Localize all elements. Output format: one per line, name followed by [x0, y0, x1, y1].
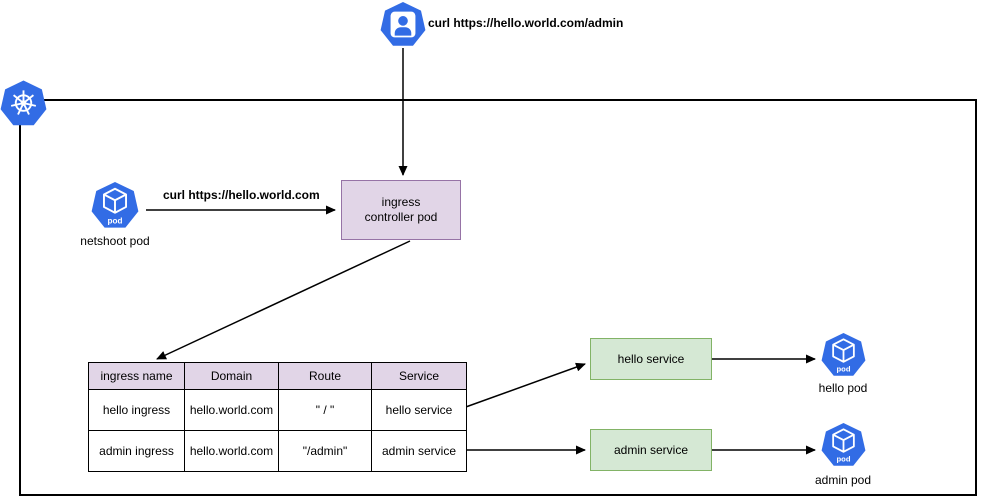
cell-route: "/admin" — [278, 430, 372, 472]
user-icon — [379, 2, 427, 48]
user-request-label: curl https://hello.world.com/admin — [428, 16, 624, 30]
admin-service-box: admin service — [590, 429, 712, 471]
netshoot-request-label: curl https://hello.world.com — [163, 188, 320, 202]
kubernetes-logo-icon — [0, 79, 47, 129]
arrow-ingress-to-table — [156, 240, 411, 360]
cell-domain: hello.world.com — [184, 430, 279, 472]
header-service: Service — [371, 362, 467, 390]
admin-pod-label: admin pod — [814, 473, 872, 487]
hello-pod-label: hello pod — [818, 381, 868, 395]
cell-service: admin service — [371, 430, 467, 472]
cell-service: hello service — [371, 389, 467, 431]
hello-service-box: hello service — [590, 338, 712, 380]
cell-route: " / " — [278, 389, 372, 431]
netshoot-pod-icon: pod — [90, 182, 140, 230]
header-route: Route — [278, 362, 372, 390]
arrow-table-to-hello-service — [462, 362, 586, 409]
netshoot-pod-label: netshoot pod — [80, 234, 150, 248]
ingress-controller-pod-box: ingress controller pod — [341, 180, 461, 240]
cell-domain: hello.world.com — [184, 389, 279, 431]
table-row: hello ingress hello.world.com " / " hell… — [88, 389, 467, 431]
hello-pod-icon: pod — [820, 333, 867, 378]
table-header-row: ingress name Domain Route Service — [88, 362, 467, 390]
ingress-routing-table: ingress name Domain Route Service hello … — [88, 362, 467, 472]
pod-badge-label: pod — [837, 365, 851, 374]
table-row: admin ingress hello.world.com "/admin" a… — [88, 430, 467, 472]
header-ingress-name: ingress name — [88, 362, 185, 390]
pod-badge-label: pod — [108, 216, 123, 225]
cell-ingress-name: hello ingress — [88, 389, 185, 431]
admin-pod-icon: pod — [820, 423, 867, 468]
pod-badge-label: pod — [837, 455, 851, 464]
header-domain: Domain — [184, 362, 279, 390]
cell-ingress-name: admin ingress — [88, 430, 185, 472]
kubernetes-cluster-boundary — [19, 99, 977, 496]
arrows — [146, 48, 816, 455]
